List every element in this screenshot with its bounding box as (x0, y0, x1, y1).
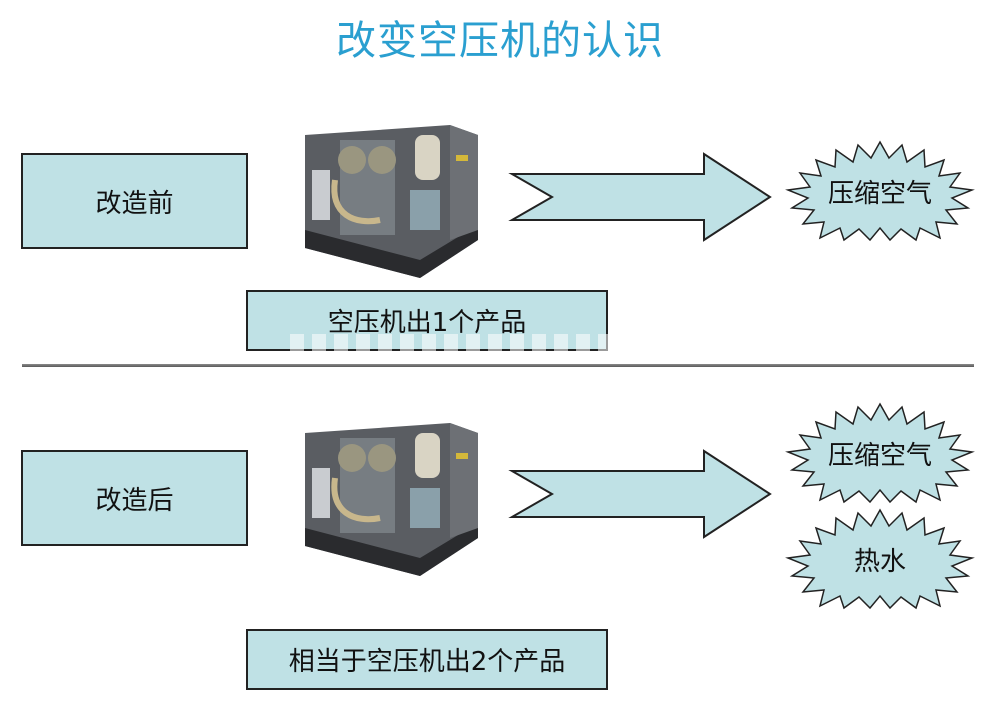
right-arrow-icon (508, 449, 772, 539)
after-output-label-2: 热水 (853, 546, 906, 577)
starburst-icon (785, 508, 975, 610)
after-output-label-1: 压缩空气 (827, 440, 932, 471)
right-arrow-icon (508, 152, 772, 242)
after-output-burst-1: 压缩空气 (785, 402, 975, 504)
after-label-box: 改造后 (21, 450, 248, 546)
starburst-icon (785, 140, 975, 242)
air-compressor-icon (305, 423, 478, 576)
before-output-burst: 压缩空气 (785, 140, 975, 242)
section-divider (22, 364, 974, 367)
before-caption: 空压机出1个产品 (327, 308, 527, 338)
air-compressor-icon (305, 125, 478, 278)
before-label-box: 改造前 (21, 153, 248, 249)
after-caption-box: 相当于空压机出2个产品 (246, 629, 608, 690)
watermark-band (290, 334, 710, 360)
page-title: 改变空压机的认识 (336, 18, 664, 64)
after-output-burst-2: 热水 (785, 508, 975, 610)
before-output-label: 压缩空气 (827, 178, 932, 209)
after-label: 改造后 (95, 485, 174, 516)
before-label: 改造前 (95, 188, 174, 219)
starburst-icon (785, 402, 975, 504)
after-caption: 相当于空压机出2个产品 (288, 647, 566, 677)
